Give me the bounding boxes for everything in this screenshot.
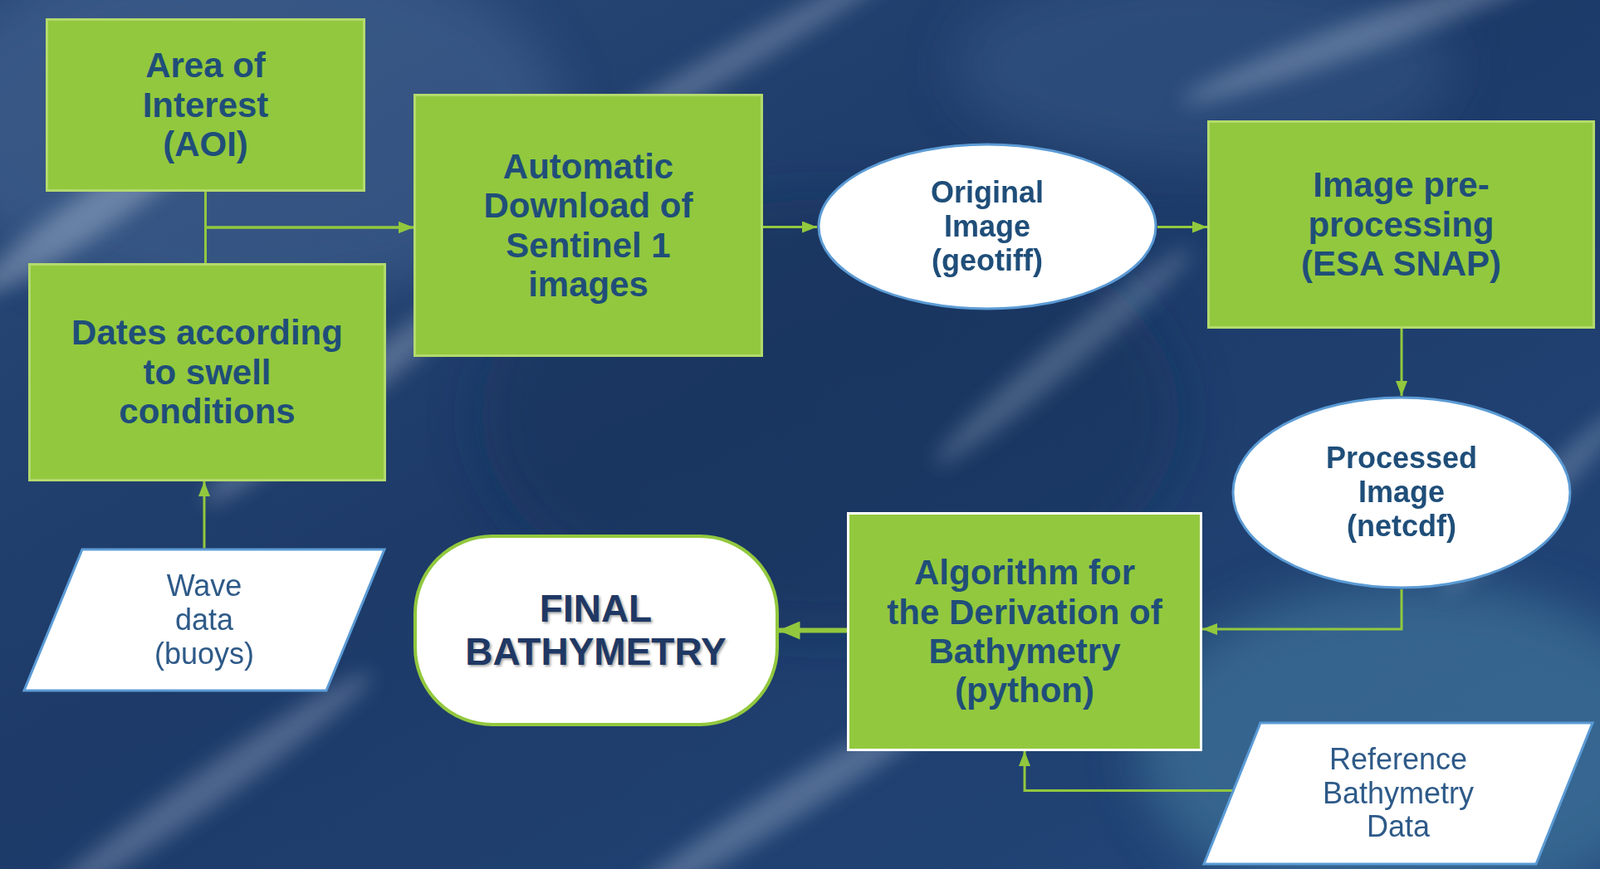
flow-arrow	[205, 191, 415, 228]
flow-arrow	[1400, 328, 1404, 397]
shape-fill	[1203, 723, 1593, 865]
terminator-box: FINAL BATHYMETRY	[413, 534, 779, 727]
data-parallelogram: Reference Bathymetry Data	[1202, 721, 1595, 867]
flow-arrow	[778, 628, 848, 634]
process-box: Algorithm for the Derivation of Bathymet…	[846, 512, 1203, 752]
flow-arrow	[205, 227, 415, 264]
node-label: Image pre-processing (ESA SNAP)	[1264, 165, 1539, 284]
data-parallelogram: Wave data (buoys)	[22, 548, 387, 693]
shape-fill	[818, 144, 1156, 309]
shape-fill	[24, 549, 385, 691]
file-ellipse: Original Image (geotiff)	[817, 142, 1158, 311]
node-label: Original Image (geotiff)	[891, 176, 1083, 278]
node-label: Area of Interest (AOI)	[97, 45, 314, 164]
node-label: FINAL BATHYMETRY	[446, 587, 746, 675]
file-ellipse: Processed Image (netcdf)	[1231, 396, 1572, 590]
process-box: Automatic Download of Sentinel 1 images	[413, 93, 764, 358]
flow-arrow	[1157, 225, 1208, 229]
shape-fill	[1233, 397, 1571, 588]
node-label: Algorithm for the Derivation of Bathymet…	[885, 552, 1165, 711]
node-label: Wave data (buoys)	[137, 569, 271, 671]
flow-arrow	[1024, 751, 1233, 792]
flow-arrow	[203, 481, 206, 549]
process-box: Dates according to swell conditions	[28, 263, 387, 482]
node-label: Reference Bathymetry Data	[1315, 743, 1482, 845]
node-label: Dates according to swell conditions	[63, 313, 351, 431]
process-box: Image pre-processing (ESA SNAP)	[1207, 120, 1596, 329]
node-label: Automatic Download of Sentinel 1 images	[447, 146, 730, 305]
flow-arrow	[763, 225, 818, 229]
flow-arrow	[1202, 589, 1402, 630]
process-box: Area of Interest (AOI)	[45, 18, 366, 192]
node-label: Processed Image (netcdf)	[1306, 441, 1498, 544]
